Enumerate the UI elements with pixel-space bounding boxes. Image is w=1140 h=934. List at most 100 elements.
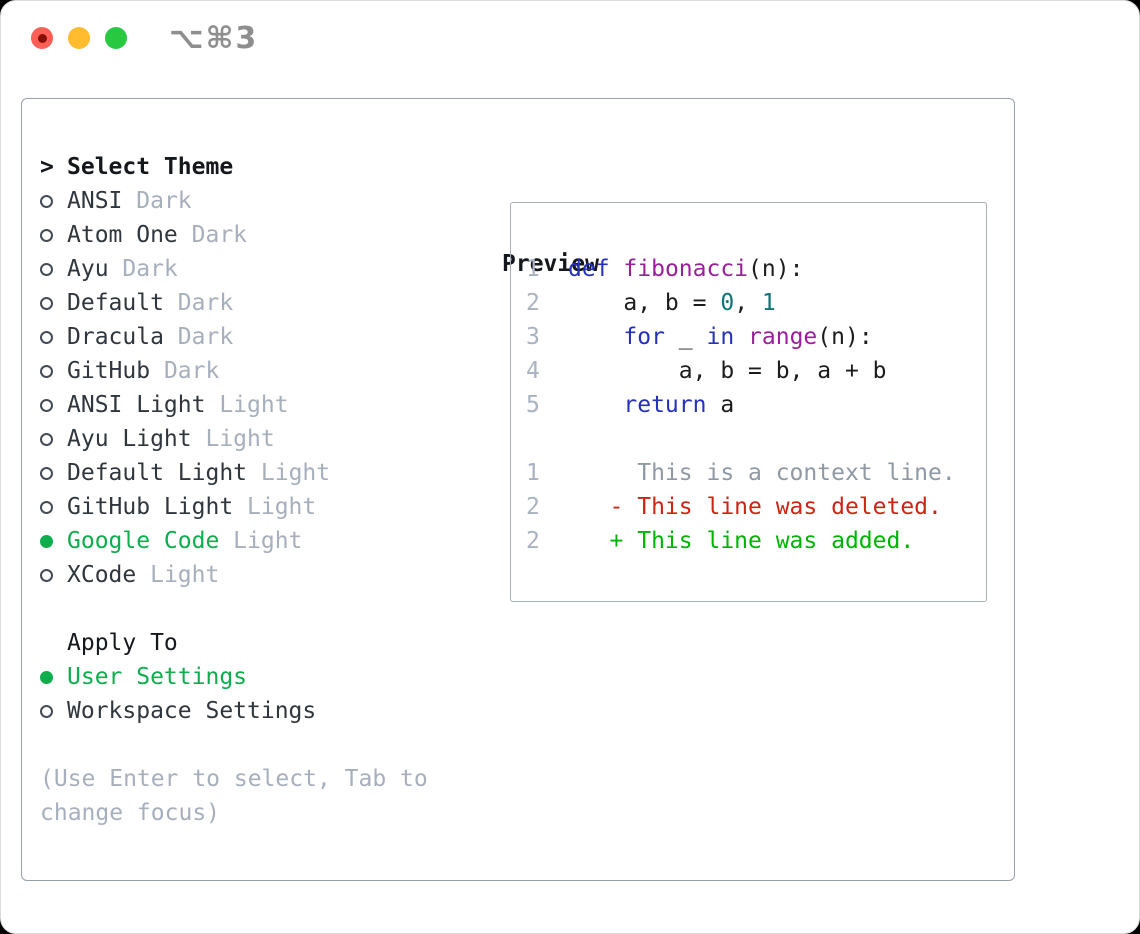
traffic-lights bbox=[31, 27, 127, 49]
theme-variant-tag: Light bbox=[247, 494, 317, 520]
apply-option-workspace-settings[interactable]: Workspace Settings bbox=[40, 694, 480, 728]
spacer bbox=[40, 592, 480, 626]
theme-variant-tag: Light bbox=[205, 426, 275, 452]
radio-unselected-icon bbox=[40, 704, 53, 718]
apply-option-user-settings[interactable]: User Settings bbox=[40, 660, 480, 694]
theme-name: Ayu Light bbox=[67, 426, 206, 452]
theme-name: Atom One bbox=[67, 222, 192, 248]
theme-variant-tag: Light bbox=[233, 528, 303, 554]
theme-variant-tag: Dark bbox=[122, 256, 178, 282]
line-number: 2 bbox=[526, 290, 540, 316]
code-token-kw: in bbox=[706, 324, 735, 350]
radio-unselected-icon bbox=[40, 262, 53, 276]
prompt-icon: > bbox=[40, 154, 54, 180]
code-token-plain bbox=[568, 494, 610, 520]
theme-option-google-code[interactable]: Google Code Light bbox=[40, 524, 480, 558]
theme-option-dracula[interactable]: Dracula Dark bbox=[40, 320, 480, 354]
code-token-lit: 0 bbox=[720, 290, 735, 316]
select-theme-header: > Select Theme bbox=[40, 150, 480, 184]
apply-to-header: Apply To bbox=[40, 626, 480, 660]
code-token-ctx: This is a context line. bbox=[568, 460, 956, 486]
theme-name: Default bbox=[67, 290, 178, 316]
theme-variant-tag: Light bbox=[260, 460, 331, 486]
theme-name: XCode bbox=[67, 562, 151, 588]
theme-variant-tag: Light bbox=[150, 562, 220, 588]
code-preview: 1 def fibonacci(n): 2 a, b = 0, 1 3 for _ i… bbox=[526, 252, 986, 422]
code-token-plain bbox=[568, 392, 623, 418]
theme-variant-tag: Dark bbox=[136, 188, 192, 214]
theme-option-default[interactable]: Default Dark bbox=[40, 286, 480, 320]
minimize-button[interactable] bbox=[68, 27, 90, 49]
radio-unselected-icon bbox=[40, 466, 53, 480]
theme-name: Default Light bbox=[67, 460, 261, 486]
diff-line: 2 + This line was added. bbox=[526, 524, 986, 558]
theme-option-default-light[interactable]: Default Light Light bbox=[40, 456, 480, 490]
radio-selected-icon bbox=[40, 534, 53, 548]
code-token-del: - This line was deleted. bbox=[609, 494, 942, 520]
code-token-add: + This line was added. bbox=[609, 528, 915, 554]
theme-variant-tag: Dark bbox=[163, 358, 220, 384]
apply-to-title: Apply To bbox=[67, 630, 178, 656]
theme-name: Ayu bbox=[67, 256, 123, 282]
radio-unselected-icon bbox=[40, 568, 53, 582]
code-token-plain: (n): bbox=[748, 256, 804, 282]
titlebar: ⌥⌘3 bbox=[1, 1, 1139, 76]
theme-name: GitHub Light bbox=[67, 494, 248, 520]
radio-unselected-icon bbox=[40, 330, 53, 344]
theme-option-ansi[interactable]: ANSI Dark bbox=[40, 184, 480, 218]
preview-box: 1 def fibonacci(n): 2 a, b = 0, 1 3 for _ i… bbox=[510, 202, 987, 602]
close-button[interactable] bbox=[31, 27, 53, 49]
code-token-plain bbox=[568, 528, 610, 554]
theme-option-ansi-light[interactable]: ANSI Light Light bbox=[40, 388, 480, 422]
help-line: change focus) bbox=[40, 800, 221, 826]
theme-variant-tag: Light bbox=[219, 392, 289, 418]
radio-unselected-icon bbox=[40, 398, 53, 412]
theme-option-ayu[interactable]: Ayu Dark bbox=[40, 252, 480, 286]
radio-unselected-icon bbox=[40, 364, 53, 378]
window-title: ⌥⌘3 bbox=[169, 21, 259, 56]
code-token-kw: def bbox=[568, 256, 610, 282]
apply-option-label: User Settings bbox=[67, 664, 248, 690]
code-token-plain: a, b = bbox=[568, 290, 721, 316]
help-text: (Use Enter to select, Tab to change focus… bbox=[40, 762, 480, 830]
code-line: 2 a, b = 0, 1 bbox=[526, 286, 986, 320]
help-line: (Use Enter to select, Tab to bbox=[40, 766, 428, 792]
select-theme-title: Select Theme bbox=[67, 154, 234, 180]
code-token-fn: range bbox=[748, 324, 818, 350]
line-number: 1 bbox=[526, 256, 540, 282]
theme-option-github-light[interactable]: GitHub Light Light bbox=[40, 490, 480, 524]
maximize-button[interactable] bbox=[105, 27, 127, 49]
code-token-kw: for bbox=[623, 324, 665, 350]
code-line: 1 def fibonacci(n): bbox=[526, 252, 986, 286]
code-token-fn: fibonacci bbox=[623, 256, 749, 282]
code-token-plain bbox=[568, 324, 623, 350]
code-token-plain bbox=[610, 256, 624, 282]
theme-option-atom-one[interactable]: Atom One Dark bbox=[40, 218, 480, 252]
theme-variant-tag: Dark bbox=[177, 324, 234, 350]
code-token-plain: a, b = b, a + b bbox=[568, 358, 887, 384]
line-number: 3 bbox=[526, 324, 540, 350]
theme-variant-tag: Dark bbox=[191, 222, 248, 248]
theme-option-xcode[interactable]: XCode Light bbox=[40, 558, 480, 592]
line-number: 4 bbox=[526, 358, 540, 384]
code-token-lit: 1 bbox=[761, 290, 776, 316]
code-token-plain: a bbox=[706, 392, 735, 418]
radio-unselected-icon bbox=[40, 296, 53, 310]
apply-option-label: Workspace Settings bbox=[67, 698, 317, 724]
diff-line: 2 - This line was deleted. bbox=[526, 490, 986, 524]
theme-name: Dracula bbox=[67, 324, 178, 350]
theme-option-ayu-light[interactable]: Ayu Light Light bbox=[40, 422, 480, 456]
radio-unselected-icon bbox=[40, 228, 53, 242]
code-token-plain: _ bbox=[664, 324, 707, 350]
theme-option-github[interactable]: GitHub Dark bbox=[40, 354, 480, 388]
code-token-kw: return bbox=[623, 392, 707, 418]
code-token-plain: , bbox=[734, 290, 762, 316]
close-dot-icon bbox=[37, 33, 47, 43]
preview-title: Preview bbox=[502, 251, 599, 277]
line-number: 1 bbox=[526, 460, 540, 486]
